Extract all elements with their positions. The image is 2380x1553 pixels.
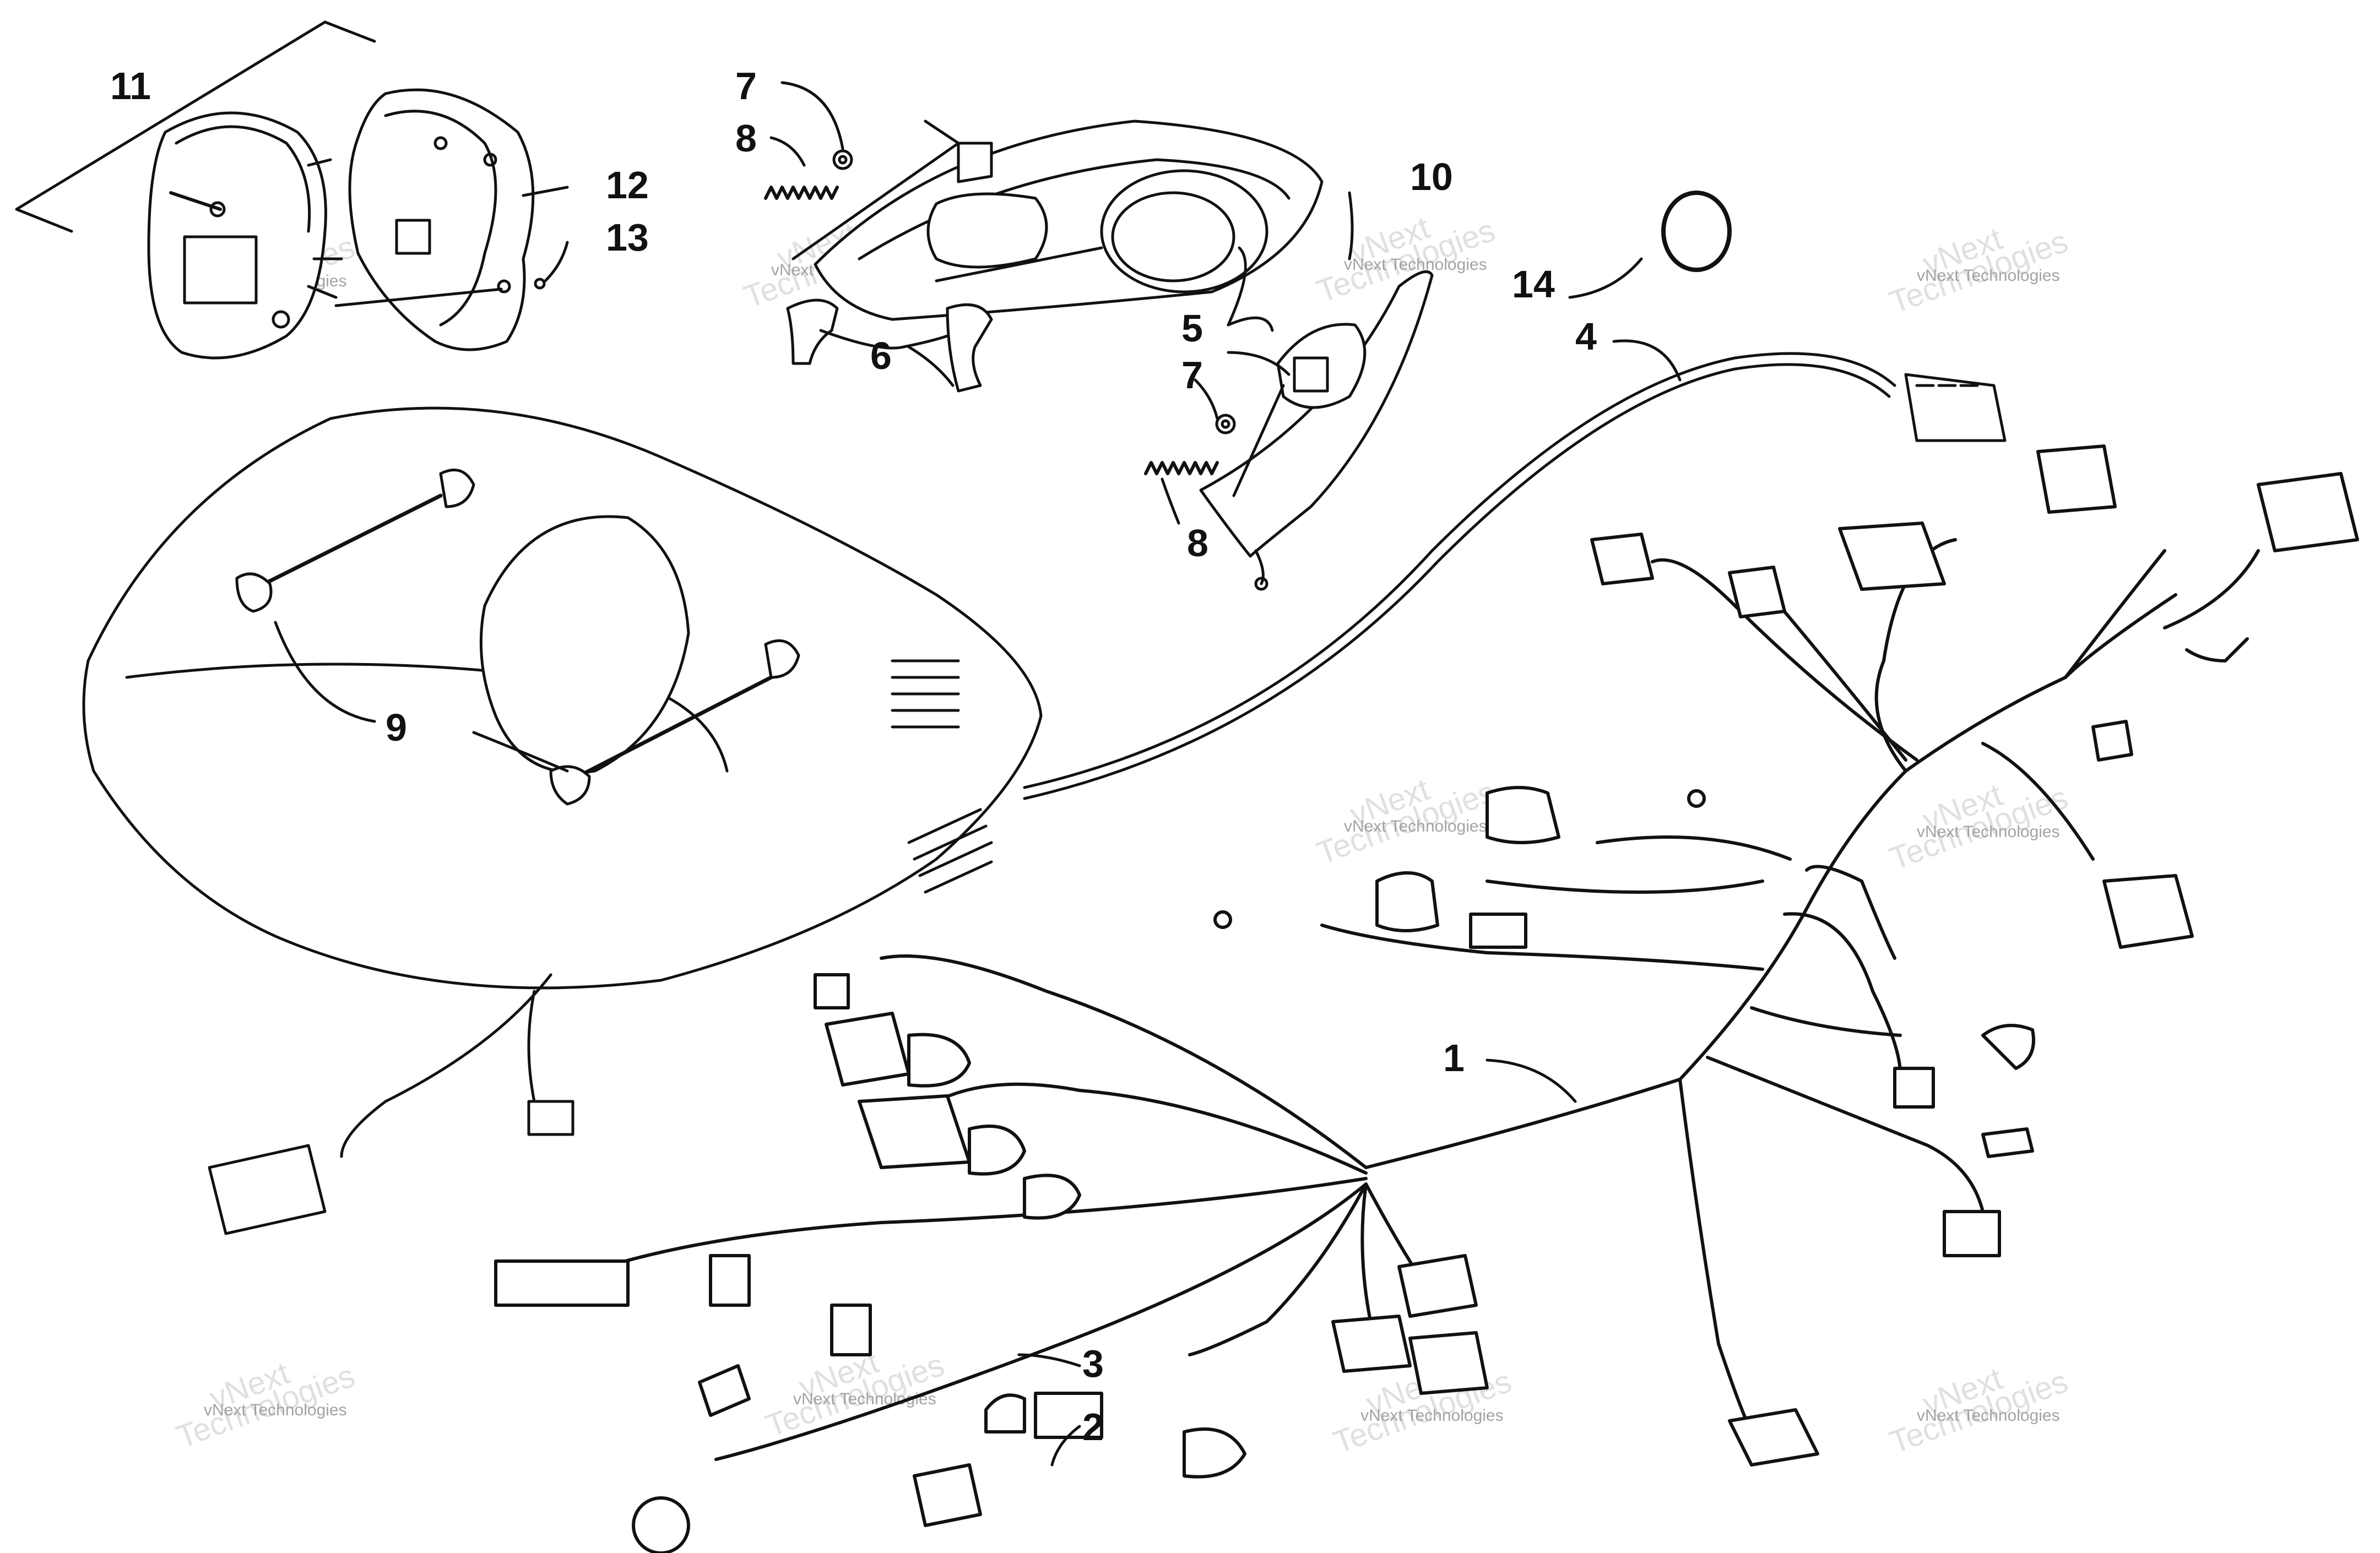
svg-text:vNext Technologies: vNext Technologies [1917, 1407, 2060, 1425]
callout-5: 5 [1181, 307, 1203, 350]
callout-leader-3 [1017, 1353, 1081, 1367]
callout-14: 14 [1512, 263, 1555, 306]
callout-1: 1 [1443, 1036, 1465, 1079]
watermark: vNext Technologies vNext Technologies [1312, 771, 1499, 871]
headlight-assembly [764, 81, 1434, 591]
callout-6: 6 [870, 334, 892, 377]
callout-8-lower: 8 [1187, 522, 1208, 564]
callout-12: 12 [606, 164, 649, 207]
watermark: vNext Technologies vNext Technologies [172, 1355, 359, 1455]
svg-text:vNext Technologies: vNext Technologies [1917, 823, 2060, 841]
watermark: vNext Technologies vNext Technologies [1885, 220, 2072, 321]
callout-leader-1 [1486, 1058, 1577, 1103]
callout-7-top: 7 [735, 64, 757, 107]
svg-text:vNext Technologies: vNext Technologies [204, 1401, 347, 1419]
harness-4 [1023, 191, 2007, 800]
callout-3: 3 [1082, 1342, 1104, 1385]
main-harness-1 [494, 444, 2359, 1553]
instrument-cluster-assembly [15, 20, 569, 360]
callouts: 1 2 3 4 5 6 7 7 8 8 9 10 11 12 13 14 [110, 64, 1682, 1467]
callout-10: 10 [1410, 155, 1453, 198]
callout-8-top: 8 [735, 117, 757, 160]
svg-text:vNext Technologies: vNext Technologies [1344, 256, 1487, 274]
svg-text:vNext Technologies: vNext Technologies [1917, 267, 2060, 285]
svg-text:vNext Technologies: vNext Technologies [793, 1390, 936, 1408]
callout-13: 13 [606, 216, 649, 259]
svg-text:vNext Technologies: vNext Technologies [1360, 1407, 1504, 1425]
callout-11: 11 [110, 64, 151, 107]
callout-7-lower: 7 [1181, 354, 1203, 397]
callout-2: 2 [1082, 1405, 1104, 1448]
hood-console [82, 406, 1043, 1235]
callout-leader-2 [1050, 1425, 1081, 1467]
svg-text:vNext Technologies: vNext Technologies [1344, 817, 1487, 835]
watermark: vNext Technologies vNext Technologies [1885, 1360, 2072, 1460]
callout-9: 9 [386, 706, 407, 749]
callout-leader-4 [1612, 339, 1682, 382]
callout-4: 4 [1575, 315, 1597, 358]
